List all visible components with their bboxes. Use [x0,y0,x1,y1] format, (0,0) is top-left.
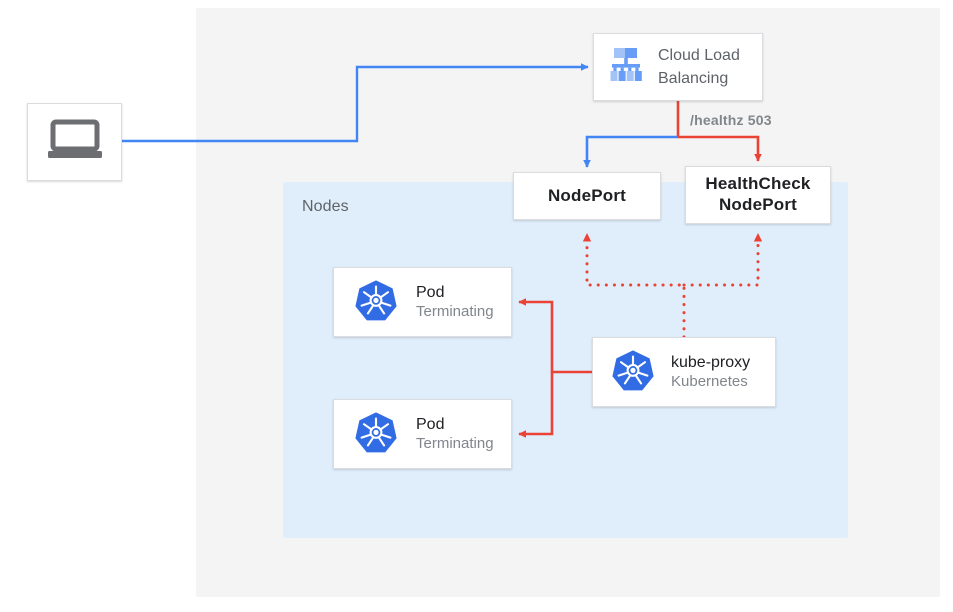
pod-node-2-title: Pod [416,416,445,434]
pod-node-1-title: Pod [416,284,445,302]
pod-node-1[interactable]: Pod Terminating [333,267,512,337]
cloud-load-balancing-line2: Balancing [658,70,729,87]
healthcheck-nodeport-label: HealthCheck NodePort [705,174,810,215]
laptop-icon [47,119,103,166]
cloud-load-balancing-node[interactable]: Cloud Load Balancing [593,33,763,101]
nodes-region-label: Nodes [302,198,349,215]
kube-proxy-labels: kube-proxy Kubernetes [671,353,750,391]
pod-node-2[interactable]: Pod Terminating [333,399,512,469]
kubernetes-icon [611,348,655,397]
client-node[interactable] [27,103,122,181]
pod-node-2-subtitle: Terminating [416,434,494,452]
nodeport-label: NodePort [547,186,627,205]
healthcheck-nodeport-line1: HealthCheck [705,174,811,194]
kube-proxy-subtitle: Kubernetes [671,372,748,390]
healthz-edge-label: /healthz 503 [690,112,772,128]
pod-node-2-labels: Pod Terminating [416,415,494,453]
healthcheck-nodeport-line2: NodePort [718,195,798,214]
pod-node-1-labels: Pod Terminating [416,283,494,321]
kubernetes-icon [354,278,398,327]
pod-node-1-subtitle: Terminating [416,302,494,320]
healthcheck-nodeport-node[interactable]: HealthCheck NodePort [685,166,831,224]
kubernetes-icon [354,410,398,459]
nodeport-node[interactable]: NodePort [513,172,661,220]
kube-proxy-node[interactable]: kube-proxy Kubernetes [592,337,776,407]
cloud-load-balancing-label: Cloud Load Balancing [658,44,740,90]
kube-proxy-title: kube-proxy [671,354,751,372]
cloud-load-balancing-icon [606,45,648,90]
cloud-load-balancing-line1: Cloud Load [658,46,740,64]
